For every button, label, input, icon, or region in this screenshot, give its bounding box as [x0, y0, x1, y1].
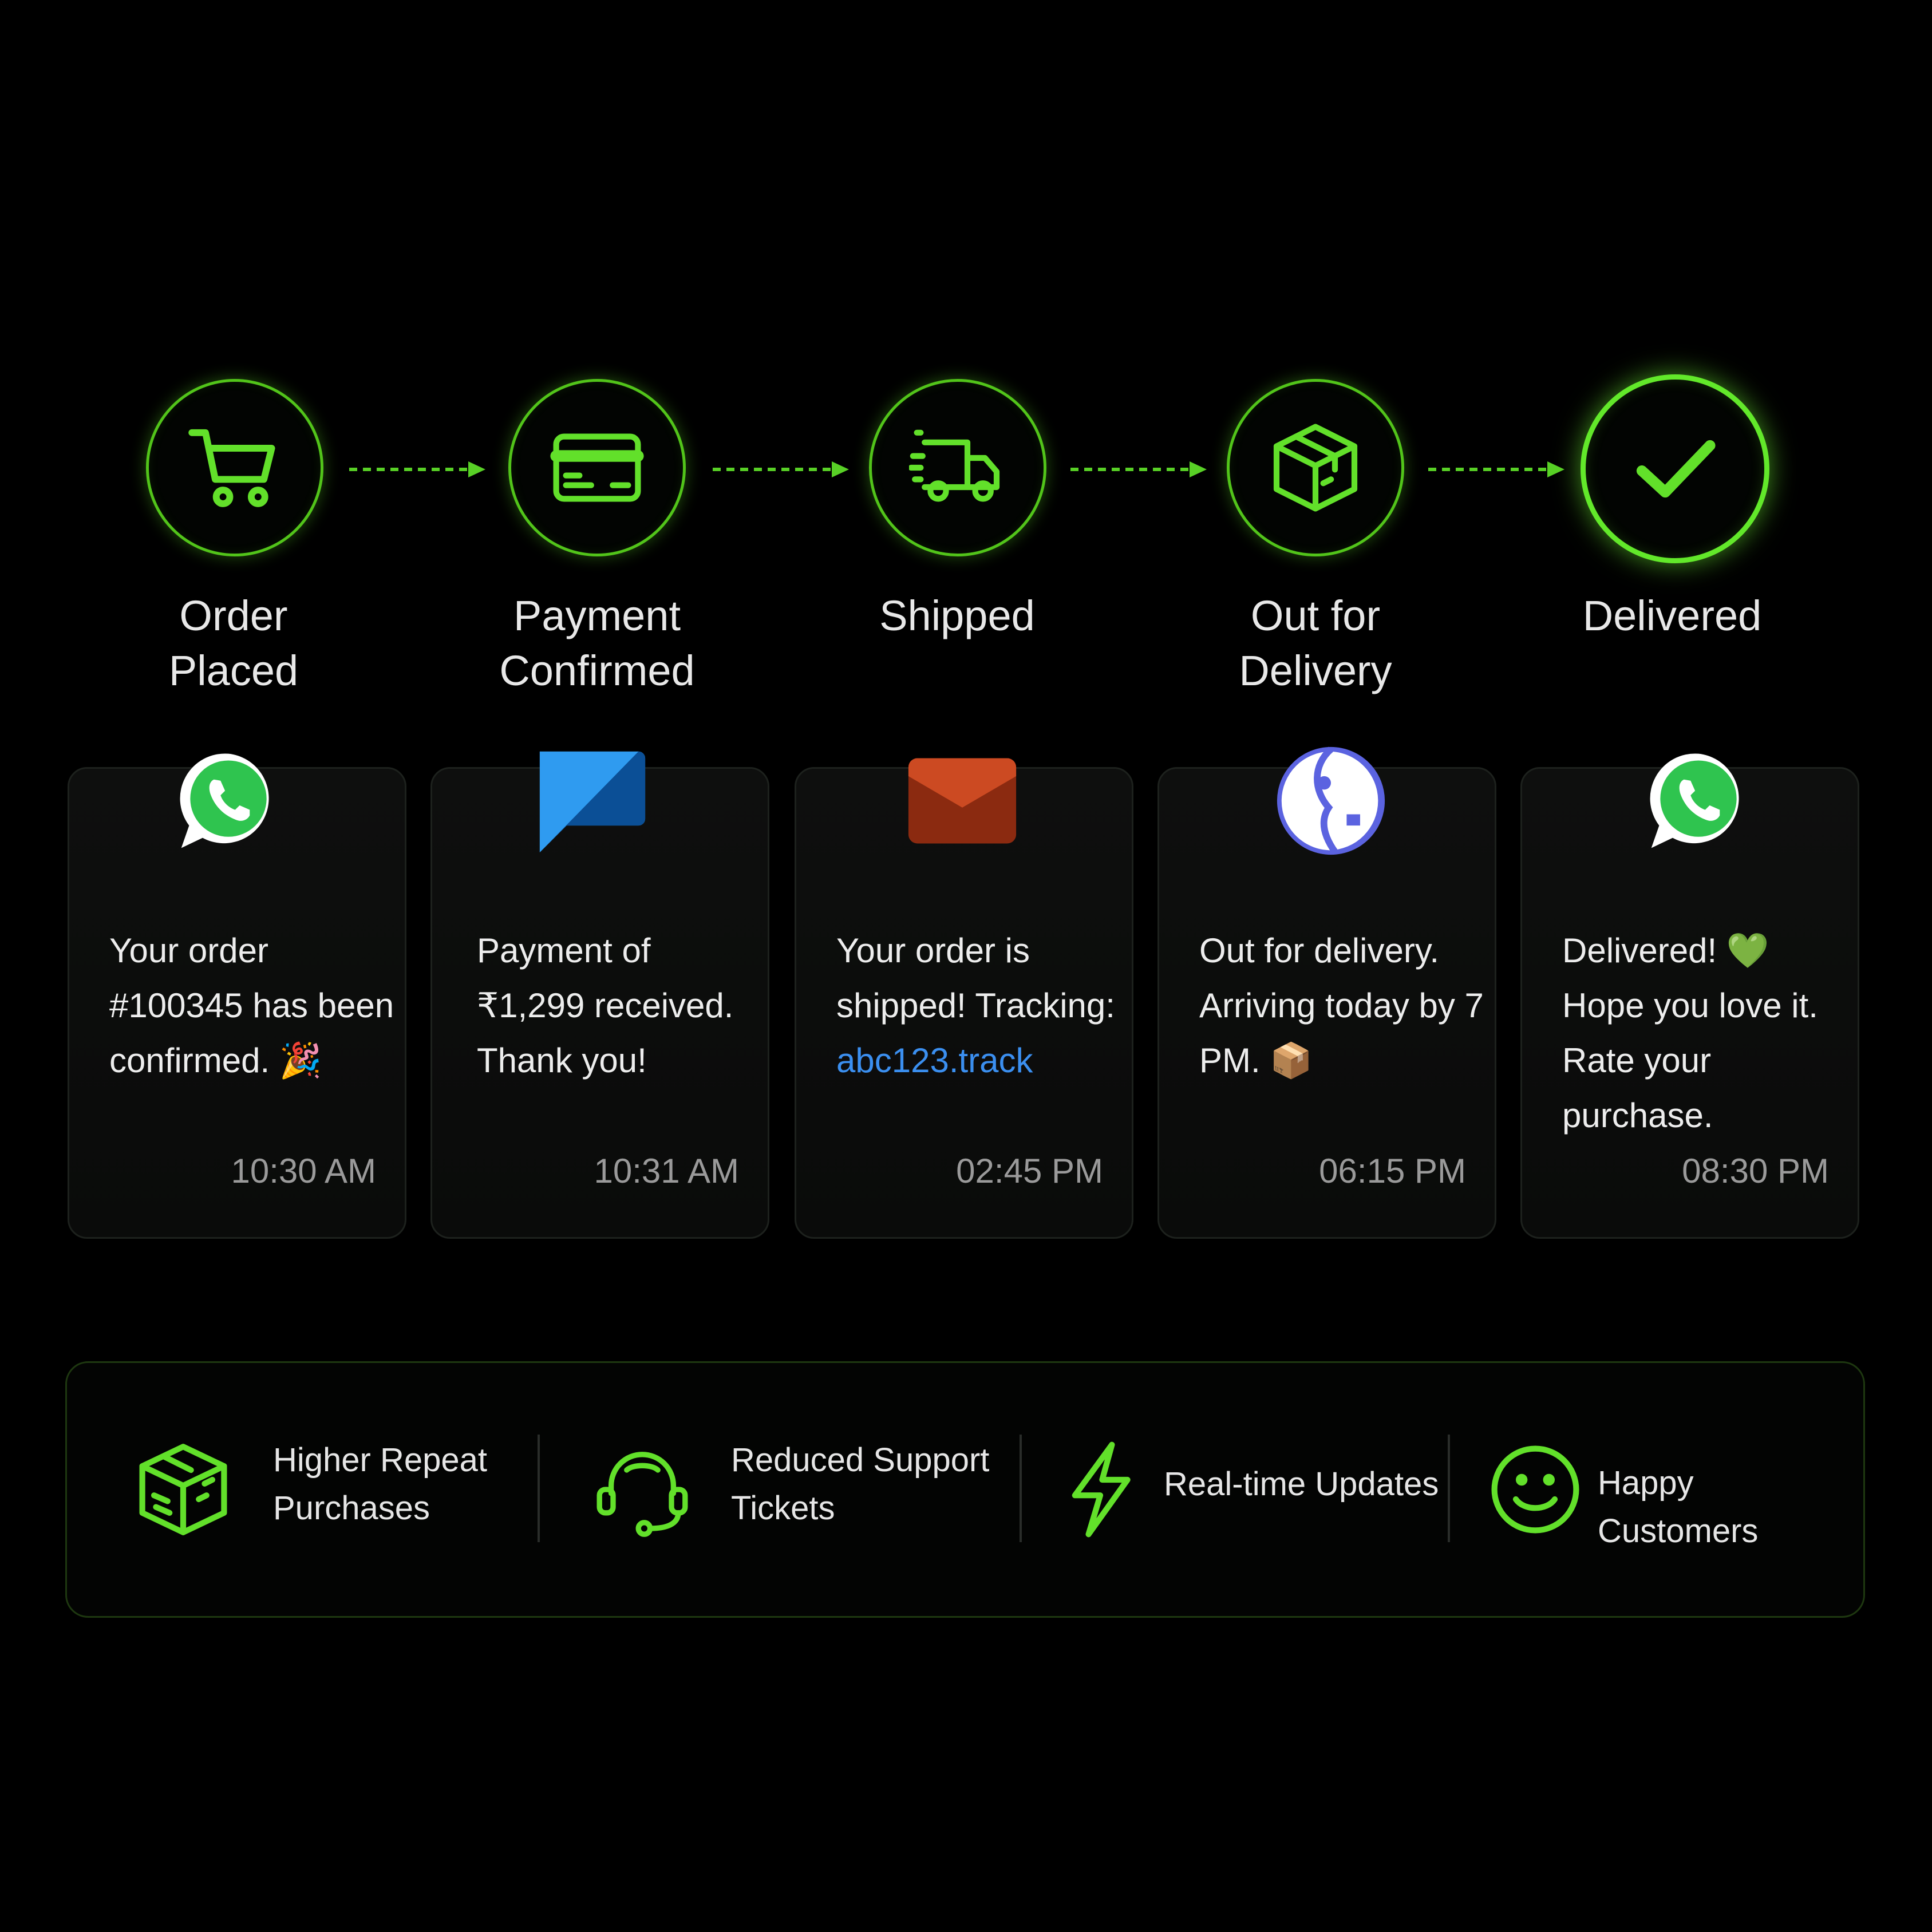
- divider: [1020, 1435, 1022, 1542]
- cart-icon: [188, 429, 275, 507]
- message-text: Out for delivery. Arriving today by 7 PM…: [1199, 931, 1484, 1080]
- step-shipped: [869, 379, 1046, 556]
- step-label: Shipped: [879, 592, 1035, 639]
- step-payment-confirmed: [508, 379, 686, 556]
- benefit-label: Higher Repeat Purchases: [273, 1441, 487, 1527]
- whatsapp-icon: [1642, 745, 1755, 857]
- step-label: Out for Delivery: [1239, 592, 1392, 694]
- whatsapp-icon: [172, 745, 285, 857]
- message-text: Delivered! 💚 Hope you love it. Rate your…: [1562, 931, 1818, 1135]
- message-time: 06:15 PM: [1319, 1152, 1466, 1190]
- divider: [1448, 1435, 1450, 1542]
- message-time: 10:30 AM: [231, 1152, 376, 1190]
- dashed-arrow: [349, 458, 487, 481]
- credit-card-icon: [550, 433, 644, 502]
- email-icon: [906, 745, 1018, 857]
- headset-icon: [594, 1441, 691, 1538]
- message-card: Delivered! 💚 Hope you love it. Rate your…: [1520, 753, 1859, 1239]
- checkmark-icon: [1636, 440, 1716, 498]
- message-card: Your order #100345 has been confirmed. 🎉…: [68, 753, 406, 1239]
- benefit-label: Happy Customers: [1598, 1464, 1759, 1550]
- truck-icon: [909, 429, 1000, 502]
- dashed-arrow: [1428, 458, 1566, 481]
- message-card: Out for delivery. Arriving today by 7 PM…: [1157, 746, 1496, 1239]
- lightning-icon: [1052, 1441, 1149, 1538]
- message-time: 08:30 PM: [1682, 1152, 1829, 1190]
- message-text: Your order is shipped! Tracking: abc123.…: [836, 931, 1115, 1080]
- message-card: Your order is shipped! Tracking: abc123.…: [795, 758, 1133, 1239]
- dashed-arrow: [1070, 458, 1208, 481]
- message-text: Payment of ₹1,299 received. Thank you!: [477, 931, 734, 1080]
- message-time: 02:45 PM: [956, 1152, 1103, 1190]
- tracking-link[interactable]: abc123.track: [836, 1041, 1033, 1080]
- smiley-icon: [1487, 1441, 1584, 1538]
- message-card: Payment of ₹1,299 received. Thank you! 1…: [430, 751, 769, 1239]
- step-delivered: [1581, 374, 1769, 563]
- benefit-label: Real-time Updates: [1164, 1465, 1439, 1503]
- step-label: Delivered: [1582, 592, 1762, 639]
- package-icon: [135, 1441, 232, 1538]
- sms-chat-icon: [535, 745, 647, 857]
- package-icon: [1273, 424, 1358, 512]
- messenger-face-icon: [1275, 745, 1387, 857]
- step-order-placed: [146, 379, 323, 556]
- benefits-panel: Higher Repeat Purchases Reduced Support …: [65, 1361, 1865, 1618]
- divider: [538, 1435, 540, 1542]
- benefit-label: Reduced Support Tickets: [731, 1441, 990, 1527]
- message-time: 10:31 AM: [594, 1152, 739, 1190]
- dashed-arrow: [713, 458, 850, 481]
- step-label: Payment Confirmed: [499, 592, 695, 694]
- step-label: Order Placed: [168, 592, 299, 694]
- step-out-for-delivery: [1227, 379, 1404, 556]
- message-text: Your order #100345 has been confirmed. 🎉: [109, 931, 394, 1080]
